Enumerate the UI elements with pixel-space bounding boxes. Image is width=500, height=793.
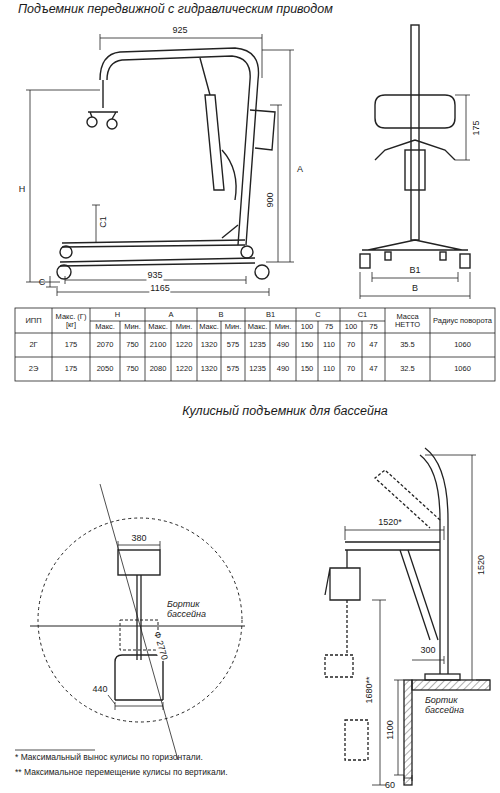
table-cell: C — [297, 310, 339, 318]
table-cell: 110 — [319, 365, 339, 373]
heading: Кулисный подъемник для бассейна — [182, 405, 388, 419]
table-cell: 2070 — [91, 341, 119, 349]
table-cell: 150 — [297, 365, 317, 373]
table-cell: 32.5 — [386, 365, 429, 373]
dimension-lines — [15, 455, 490, 785]
dimension-label: 925 — [172, 26, 187, 36]
lift-side-view — [57, 48, 275, 279]
table-cell: 575 — [222, 341, 244, 349]
table-cell: 150 — [297, 341, 317, 349]
dimension-label: H — [19, 185, 26, 195]
table-cell: A — [146, 310, 196, 318]
table-cell: 47 — [363, 341, 384, 349]
table-cell: 75 — [363, 323, 384, 331]
table-cell: 2Г — [16, 341, 51, 349]
table-cell: 2100 — [146, 341, 170, 349]
table-cell: 2080 — [146, 365, 170, 373]
table-cell: H — [91, 310, 144, 318]
dimension-label: 60 — [385, 781, 395, 791]
dimension-label: 1100 — [386, 720, 396, 739]
table-cell: Радиус поворота — [431, 316, 494, 324]
table-cell: Мин. — [172, 323, 196, 331]
table-cell: 2Э — [16, 365, 51, 373]
table-cell: ИПП — [16, 316, 51, 324]
dimension-label: 175 — [472, 120, 482, 135]
footnote: ** Максимальное перемещение кулисы по ве… — [15, 768, 228, 777]
dimension-lines — [360, 95, 470, 299]
dimension-label: 1520* — [377, 518, 403, 528]
dimension-label: 935 — [146, 271, 163, 281]
table-cell: 490 — [271, 341, 295, 349]
dimension-label: C1 — [99, 216, 109, 228]
table-cell: B1 — [246, 310, 295, 318]
table-cell: 490 — [271, 365, 295, 373]
table-cell: Макс. — [91, 323, 119, 331]
dimension-label: B1 — [409, 266, 420, 276]
table-cell: 575 — [222, 365, 244, 373]
table-cell: 2050 — [91, 365, 119, 373]
table-cell: 1320 — [198, 365, 220, 373]
table-cell: 70 — [341, 341, 361, 349]
table-cell: 75 — [319, 323, 339, 331]
table-cell: 750 — [121, 341, 144, 349]
pool-lift-side-view — [325, 448, 490, 785]
dimension-label: C — [39, 278, 46, 288]
table-cell: 1320 — [198, 341, 220, 349]
table-cell: B — [198, 310, 244, 318]
dimension-label: 1680** — [365, 676, 375, 703]
table-cell: 1220 — [172, 365, 196, 373]
table-cell: 175 — [53, 365, 89, 373]
table-cell: 1235 — [246, 365, 269, 373]
table-cell: 47 — [363, 365, 384, 373]
table-cell: 1235 — [246, 341, 269, 349]
table-cell: Макс. — [246, 323, 269, 331]
table-cell: 175 — [53, 341, 89, 349]
pool-lift-top-view — [30, 484, 245, 760]
dimension-label: 1520 — [477, 555, 487, 575]
dimension-label: 380 — [130, 534, 147, 544]
table-cell: Масса НЕТТО — [386, 312, 429, 329]
table-cell: 70 — [341, 365, 361, 373]
table-cell: Мин. — [222, 323, 244, 331]
table-cell: 1060 — [431, 341, 494, 349]
table-cell: 1220 — [172, 341, 196, 349]
table-cell: Макс. (Г) [кг] — [53, 312, 89, 329]
table-cell: 100 — [341, 323, 361, 331]
dimension-lines — [26, 34, 294, 296]
note: Бортик бассейна — [424, 696, 488, 716]
table-cell: 100 — [297, 323, 317, 331]
dimension-label: 300 — [419, 646, 436, 656]
note: Бортик бассейна — [167, 600, 217, 620]
dimension-label: 900 — [266, 192, 276, 207]
dimension-label: Ф 2770 — [151, 630, 169, 663]
table-cell: Мин. — [271, 323, 295, 331]
dimension-label: B — [412, 284, 418, 294]
table-cell: 1060 — [431, 365, 494, 373]
table-cell: Макс. — [198, 323, 220, 331]
lift-front-view — [360, 25, 470, 268]
footnote: * Максимальный вынос кулисы по горизонта… — [15, 753, 203, 762]
table-cell: C1 — [341, 310, 384, 318]
table-cell: 35.5 — [386, 341, 429, 349]
dimension-label: 440 — [92, 685, 107, 695]
table-cell: 110 — [319, 341, 339, 349]
table-cell: 750 — [121, 365, 144, 373]
table-grid — [15, 308, 495, 381]
table-cell: Макс. — [146, 323, 170, 331]
table-cell: Мин. — [121, 323, 144, 331]
dimension-label: 1165 — [149, 284, 170, 294]
dimension-label: A — [297, 165, 303, 175]
title: Подъемник передвижной с гидравлическим п… — [18, 3, 333, 17]
